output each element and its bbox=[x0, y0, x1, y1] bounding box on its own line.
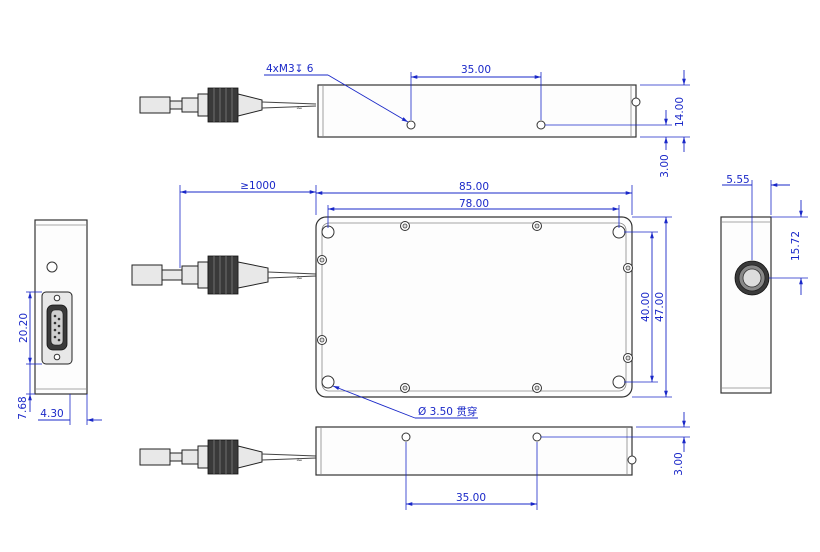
svg-text:≈: ≈ bbox=[296, 273, 303, 282]
bottom-view-body bbox=[315, 426, 633, 476]
top-view-fiber-connector: ≈ bbox=[139, 87, 317, 123]
right-view-body bbox=[720, 216, 772, 394]
width-outer-label: 47.00 bbox=[654, 292, 666, 322]
front-view-body bbox=[315, 216, 633, 398]
depth-label: 4.30 bbox=[40, 408, 63, 420]
top-height-label: 14.00 bbox=[674, 97, 686, 127]
right-view: 5.55 15.72 bbox=[720, 174, 808, 394]
thread-note: 4xM3↧ 6 bbox=[266, 63, 314, 75]
top-view-body bbox=[317, 84, 637, 138]
top-view: ≈ 4xM3↧ 6 35.00 14.00 3.00 bbox=[139, 63, 690, 178]
port-offset-label: 5.55 bbox=[726, 174, 749, 186]
width-inner-label: 40.00 bbox=[640, 292, 652, 322]
bottom-view-fiber-connector: ≈ bbox=[139, 439, 317, 475]
db9-connector bbox=[41, 291, 73, 365]
through-hole-label: Ø 3.50 贯穿 bbox=[418, 405, 477, 418]
front-view: ≈ ≥1000 85.00 78.00 bbox=[131, 180, 672, 419]
left-view: 20.20 7.68 4.30 bbox=[17, 219, 102, 425]
top-offset-label: 3.00 bbox=[659, 154, 671, 177]
connector-height-label: 20.20 bbox=[18, 313, 30, 343]
front-view-screws bbox=[317, 221, 633, 393]
bottom-offset-dim-label: 3.00 bbox=[673, 452, 685, 475]
bottom-view-hole-1 bbox=[401, 432, 411, 442]
front-view-fiber-connector: ≈ bbox=[131, 255, 317, 295]
fiber-port bbox=[734, 260, 770, 296]
corner-hole bbox=[321, 375, 335, 389]
fiber-length-label: ≥1000 bbox=[240, 180, 276, 192]
port-height-label: 15.72 bbox=[790, 231, 802, 261]
top-hole-spacing-label: 35.00 bbox=[461, 64, 491, 76]
length-inner-label: 78.00 bbox=[459, 198, 489, 210]
corner-hole bbox=[612, 375, 626, 389]
length-outer-label: 85.00 bbox=[459, 181, 489, 193]
bottom-view-hole-2 bbox=[532, 432, 542, 442]
svg-text:≈: ≈ bbox=[296, 455, 303, 464]
svg-text:≈: ≈ bbox=[296, 103, 303, 112]
top-view-hole-1 bbox=[406, 120, 416, 130]
bottom-view: ≈ 35.00 3.00 bbox=[139, 412, 690, 510]
bottom-offset-label: 7.68 bbox=[17, 396, 29, 419]
top-view-hole-2 bbox=[536, 120, 546, 130]
bottom-hole-spacing-label: 35.00 bbox=[456, 492, 486, 504]
